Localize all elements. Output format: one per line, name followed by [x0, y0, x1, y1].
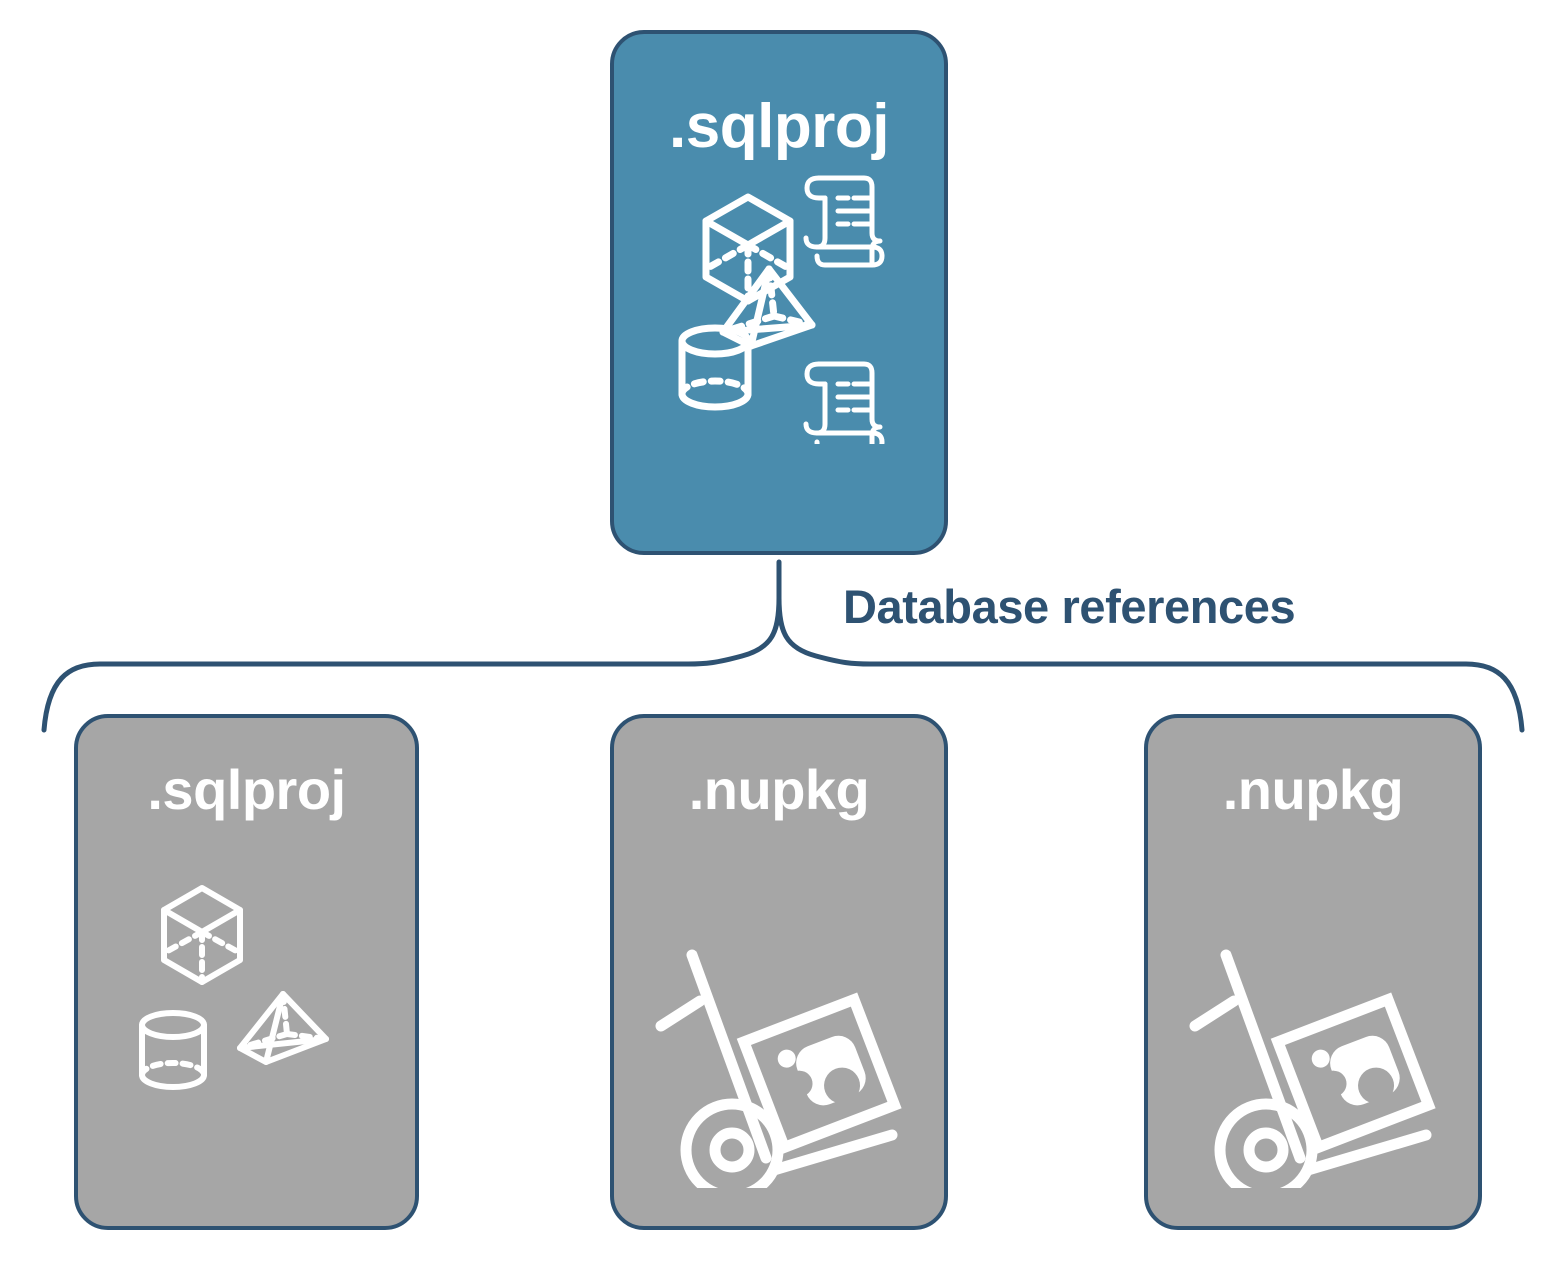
nupkg-reference-1-artwork	[614, 858, 944, 1202]
hand-truck-icon-group	[1189, 949, 1436, 1202]
sqlproj-reference-artwork	[78, 866, 415, 1106]
sqlproj-small-icon-group	[139, 885, 329, 1090]
card-title-sqlproj-reference: .sqlproj	[147, 758, 346, 821]
cube-icon	[702, 193, 794, 305]
hand-truck-package-icon	[655, 949, 902, 1202]
card-nupkg-reference-2[interactable]: .nupkg	[1144, 714, 1482, 1230]
cube-icon	[161, 885, 243, 985]
card-title-sqlproj-root: .sqlproj	[669, 92, 889, 161]
scroll-icon	[803, 175, 885, 268]
cylinder-icon	[139, 1010, 207, 1090]
hand-truck-package-icon	[1189, 949, 1436, 1202]
sqlproj-icon-group	[678, 175, 885, 454]
card-title-nupkg-reference-2: .nupkg	[1222, 758, 1404, 821]
card-nupkg-reference-1[interactable]: .nupkg	[610, 714, 948, 1230]
sqlproj-root-artwork	[614, 164, 944, 454]
pyramid-icon	[237, 991, 329, 1065]
card-sqlproj-reference[interactable]: .sqlproj	[74, 714, 419, 1230]
cylinder-icon	[678, 324, 752, 411]
card-title-nupkg-reference-1: .nupkg	[688, 758, 870, 821]
nupkg-reference-2-artwork	[1148, 858, 1478, 1202]
scroll-icon	[803, 361, 885, 454]
hand-truck-icon-group	[655, 949, 902, 1202]
card-sqlproj-root[interactable]: .sqlproj	[610, 30, 948, 555]
connector-label-database-references: Database references	[843, 580, 1296, 633]
